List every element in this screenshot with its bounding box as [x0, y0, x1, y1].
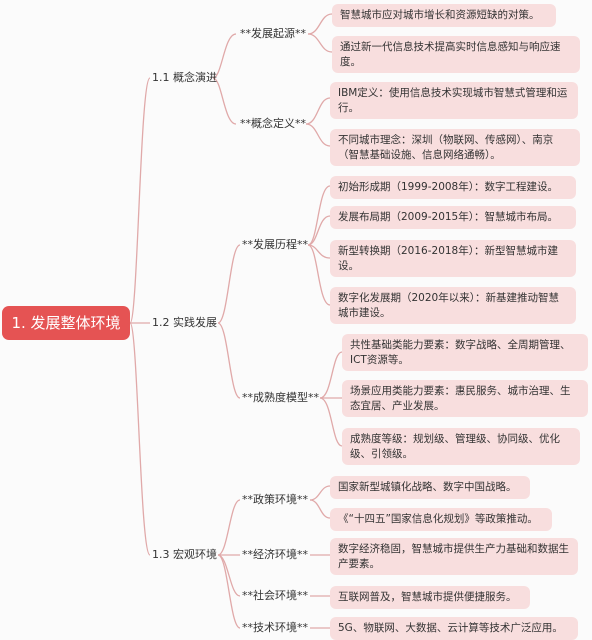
leaf-node[interactable]: 5G、物联网、大数据、云计算等技术广泛应用。 [330, 617, 578, 640]
leaf-node[interactable]: 共性基础类能力要素：数字战略、全周期管理、ICT资源等。 [342, 334, 588, 371]
node-concept-evolution[interactable]: 1.1 概念演进 [152, 71, 217, 84]
root-node[interactable]: 1. 发展整体环境 [2, 306, 130, 340]
node-maturity-model[interactable]: **成熟度模型** [242, 391, 319, 404]
leaf-node[interactable]: 新型转换期（2016-2018年）：新型智慧城市建设。 [330, 240, 576, 277]
node-history[interactable]: **发展历程** [242, 238, 308, 251]
leaf-node[interactable]: 《“十四五”国家信息化规划》等政策推动。 [330, 508, 552, 531]
leaf-node[interactable]: 场景应用类能力要素：惠民服务、城市治理、生态宜居、产业发展。 [342, 380, 588, 417]
leaf-node[interactable]: 初始形成期（1999-2008年）：数字工程建设。 [330, 176, 576, 199]
node-origin[interactable]: **发展起源** [240, 27, 306, 40]
leaf-node[interactable]: 数字化发展期（2020年以来）：新基建推动智慧城市建设。 [330, 287, 576, 324]
node-technology[interactable]: **技术环境** [242, 621, 308, 634]
leaf-node[interactable]: 不同城市理念：深圳（物联网、传感网）、南京（智慧基础设施、信息网络通畅）。 [330, 129, 580, 166]
node-macro-environment[interactable]: 1.3 宏观环境 [152, 548, 217, 561]
leaf-node[interactable]: 通过新一代信息技术提高实时信息感知与响应速度。 [332, 36, 580, 73]
leaf-node[interactable]: 互联网普及，智慧城市提供便捷服务。 [330, 586, 530, 609]
leaf-node[interactable]: 发展布局期（2009-2015年）：智慧城市布局。 [330, 206, 576, 229]
node-society[interactable]: **社会环境** [242, 589, 308, 602]
leaf-node[interactable]: 国家新型城镇化战略、数字中国战略。 [330, 476, 530, 499]
node-practice-development[interactable]: 1.2 实践发展 [152, 316, 217, 329]
leaf-node[interactable]: 智慧城市应对城市增长和资源短缺的对策。 [332, 4, 556, 27]
node-definition[interactable]: **概念定义** [240, 117, 306, 130]
leaf-node[interactable]: 数字经济稳固，智慧城市提供生产力基础和数据生产要素。 [330, 538, 578, 575]
node-economy[interactable]: **经济环境** [242, 548, 308, 561]
leaf-node[interactable]: IBM定义：使用信息技术实现城市智慧式管理和运行。 [330, 82, 578, 119]
leaf-node[interactable]: 成熟度等级：规划级、管理级、协同级、优化级、引领级。 [342, 428, 580, 465]
node-policy[interactable]: **政策环境** [242, 493, 308, 506]
